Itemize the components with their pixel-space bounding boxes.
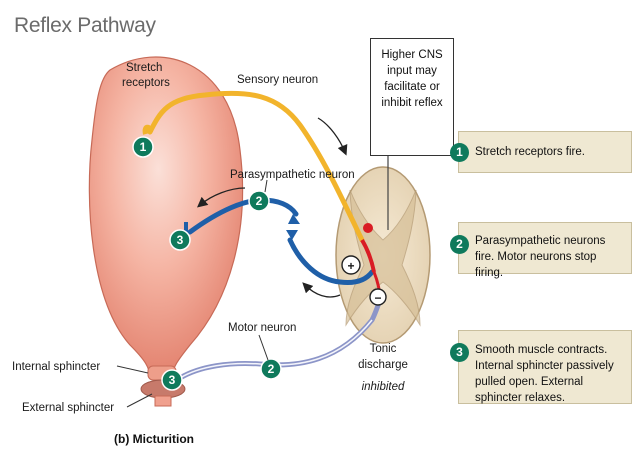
higher-cns-box: Higher CNS input may facilitate or inhib…	[370, 38, 454, 156]
step-1-text: Stretch receptors fire.	[475, 144, 625, 160]
svg-text:3: 3	[177, 233, 184, 247]
minus-sign: −	[374, 291, 381, 305]
label-parasympathetic-neuron: Parasympathetic neuron	[230, 169, 355, 181]
step-3-badge: 3	[450, 343, 469, 362]
marker-3-sphincter: 3	[162, 370, 182, 390]
plus-sign: +	[347, 259, 354, 273]
arrow-return	[305, 285, 340, 297]
step-2-text: Parasympathetic neurons fire. Motor neur…	[475, 233, 625, 281]
marker-2-parasympathetic: 2	[249, 191, 269, 211]
step-2-badge: 2	[450, 235, 469, 254]
marker-2-motor: 2	[261, 359, 281, 379]
step-1-badge: 1	[450, 143, 469, 162]
step-2-box: 2 Parasympathetic neurons fire. Motor ne…	[458, 222, 632, 274]
label-stretch-receptors: Stretch	[126, 62, 162, 74]
svg-text:1: 1	[140, 140, 147, 154]
svg-text:2: 2	[268, 362, 275, 376]
step-3-text: Smooth muscle contracts. Internal sphinc…	[475, 342, 625, 406]
label-motor-neuron: Motor neuron	[228, 322, 296, 334]
step-3-box: 3 Smooth muscle contracts. Internal sphi…	[458, 330, 632, 404]
marker-1: 1	[133, 137, 153, 157]
label-external-sphincter: External sphincter	[22, 402, 114, 414]
marker-3-bladder: 3	[170, 230, 190, 250]
svg-text:2: 2	[256, 194, 263, 208]
label-stretch-receptors-line2: receptors	[122, 77, 170, 89]
figure-caption: (b) Micturition	[114, 432, 194, 446]
label-inhibited: inhibited	[362, 381, 405, 393]
svg-text:3: 3	[169, 373, 176, 387]
label-sensory-neuron: Sensory neuron	[237, 74, 318, 86]
step-1-box: 1 Stretch receptors fire.	[458, 131, 632, 173]
arrow-sensory	[318, 118, 345, 152]
label-internal-sphincter: Internal sphincter	[12, 361, 100, 373]
